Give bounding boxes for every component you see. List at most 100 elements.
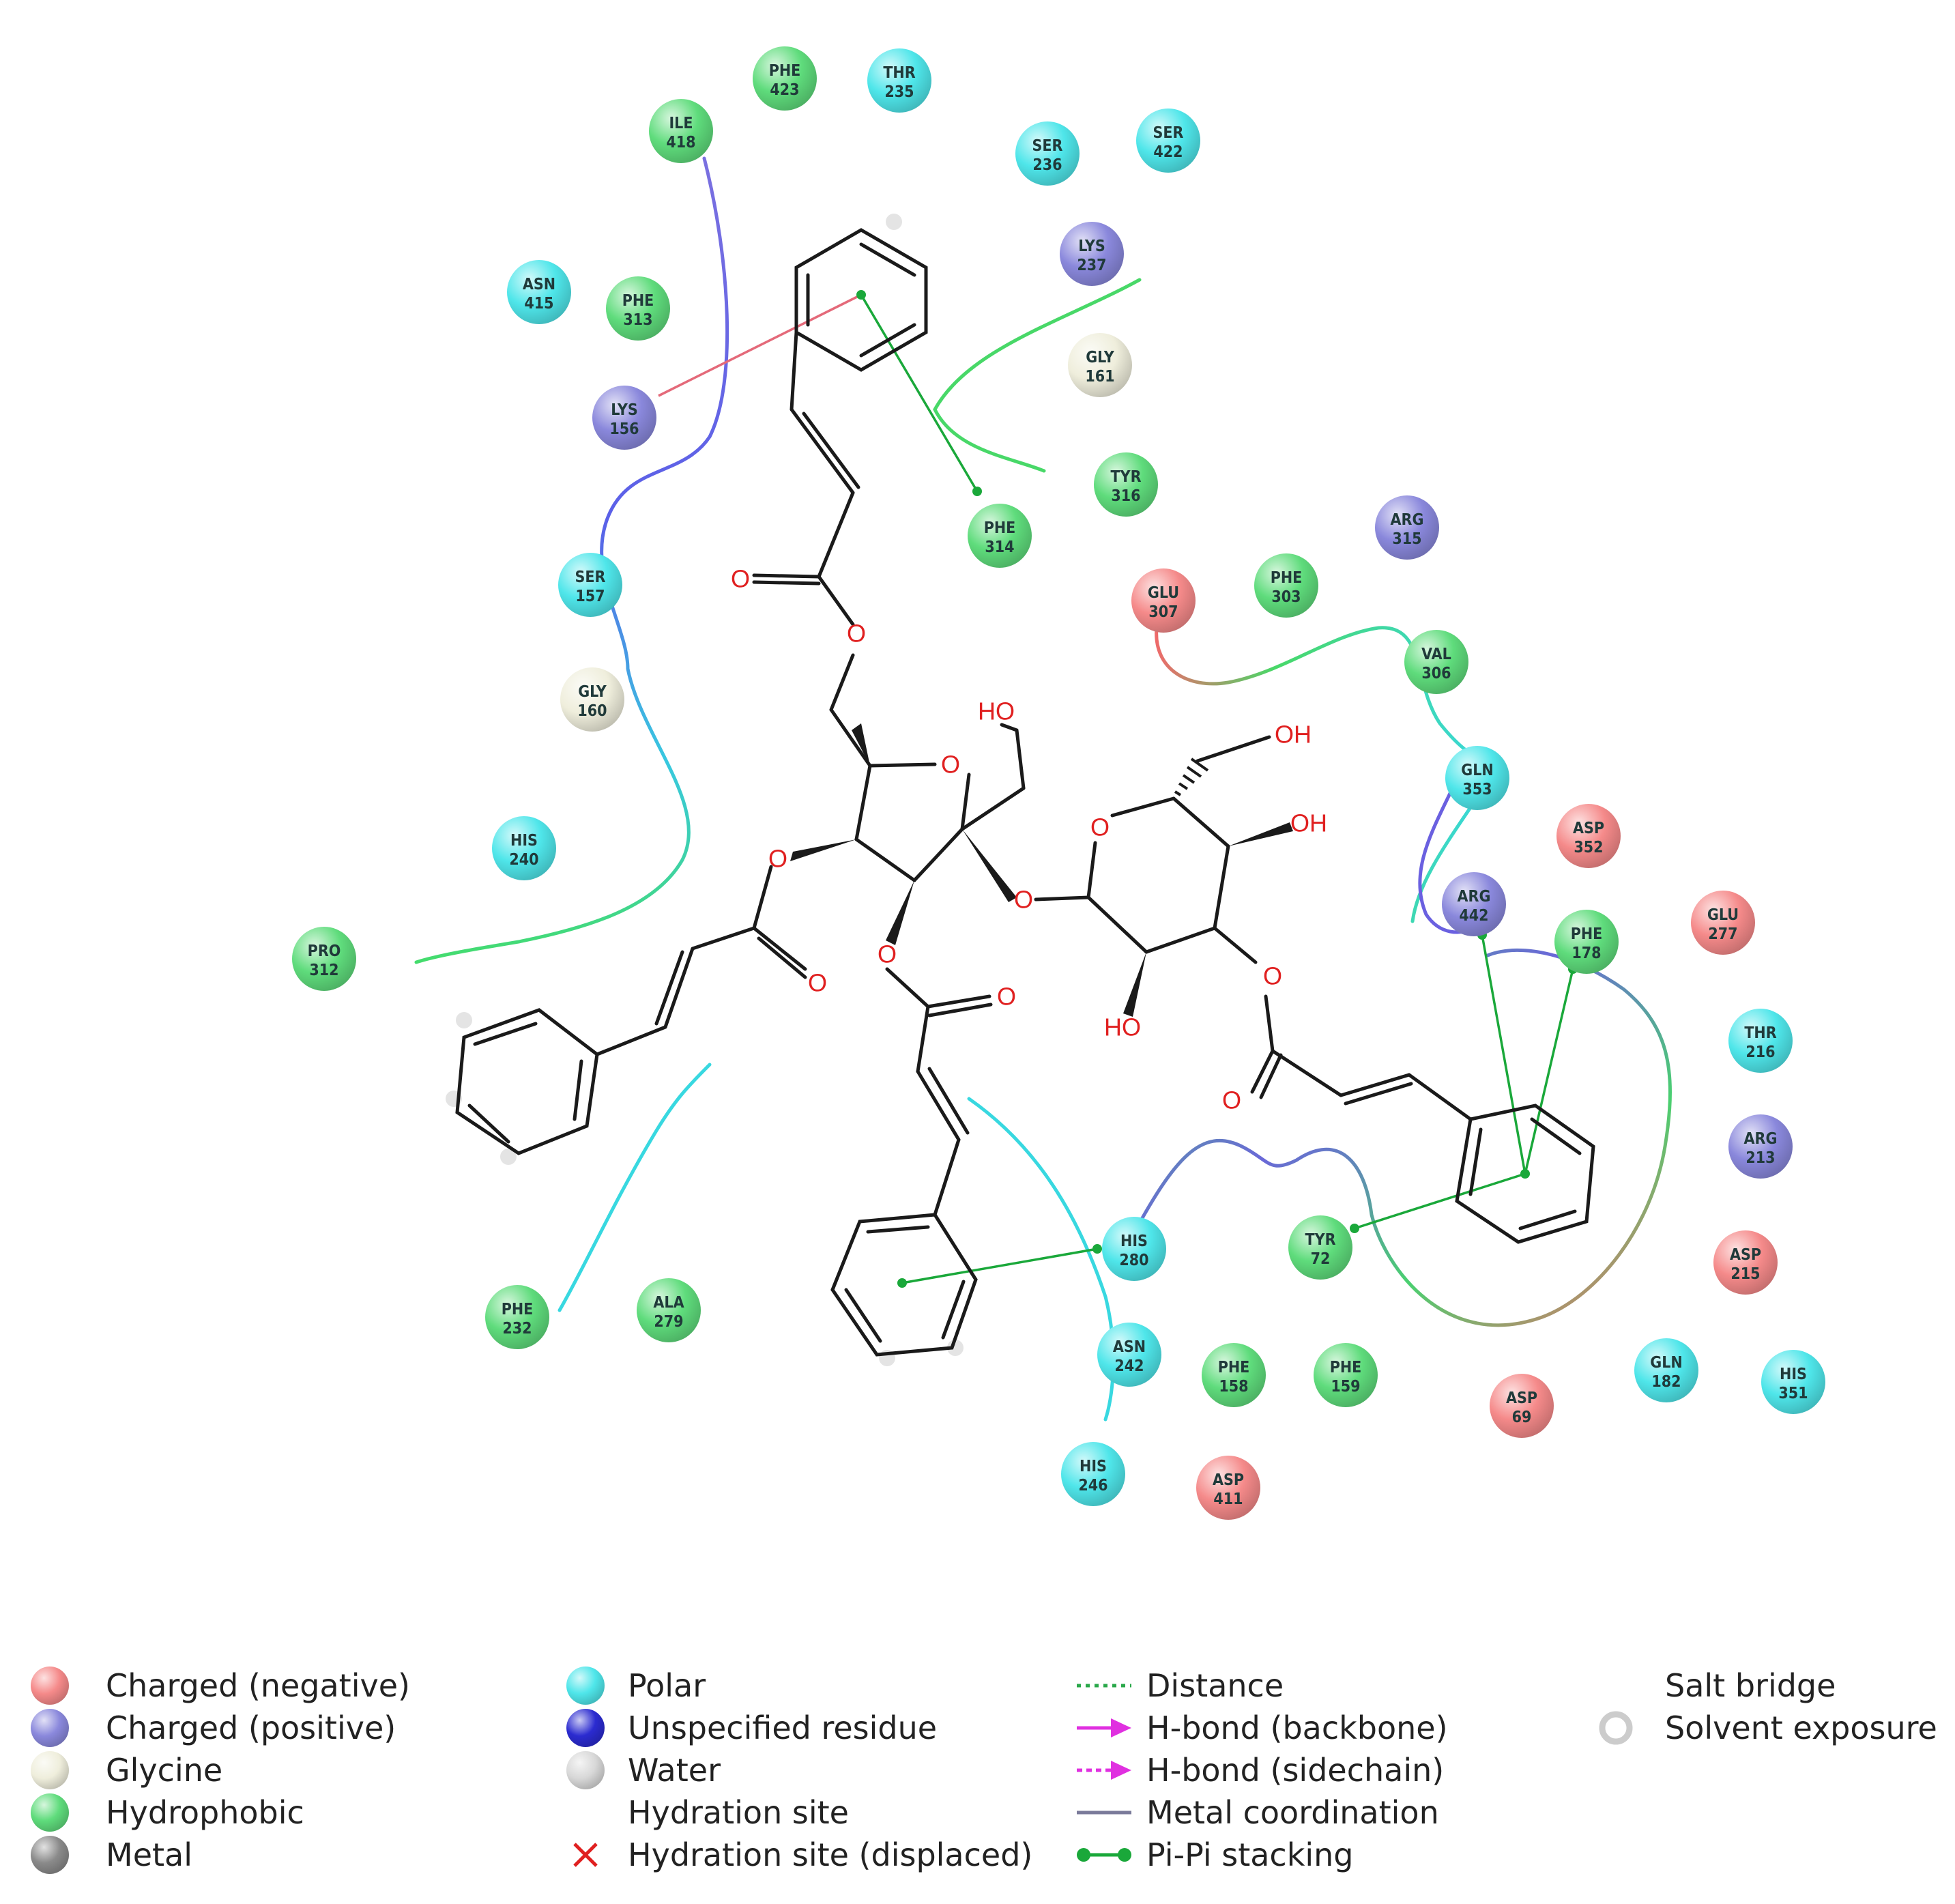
ligand-structure: O O O HO O O O O O O OH OH HO O O	[446, 214, 1595, 1366]
solvent-exposure-halos	[446, 214, 964, 1366]
legend-label: Salt bridge	[1665, 1667, 1836, 1704]
residue-number: 157	[575, 588, 605, 605]
residue-circle	[1442, 872, 1506, 936]
residue-circle	[1761, 1350, 1825, 1414]
residue-number: 159	[1331, 1378, 1360, 1396]
legend-label: H-bond (sidechain)	[1146, 1752, 1444, 1789]
aromatic-inner-bonds-top	[806, 242, 916, 358]
atom-o-glycosidic: O	[1014, 886, 1033, 914]
legend-item: Unspecified residue	[566, 1709, 937, 1747]
legend-label: Unspecified residue	[628, 1710, 937, 1746]
residue-name: HIS	[1780, 1366, 1807, 1383]
legend-label: Polar	[628, 1667, 706, 1704]
solvent-exposure-marker	[500, 1149, 517, 1165]
solvent-exposure-icon	[1599, 1711, 1633, 1745]
residue-number: 314	[985, 538, 1014, 556]
pyranose-ring	[1034, 796, 1473, 1121]
residue-circle	[753, 46, 817, 111]
residue-circle	[1015, 121, 1080, 186]
atom-ho-ring-bottom: HO	[1104, 1013, 1141, 1041]
wedge-bond	[852, 723, 870, 766]
residue-number: 232	[502, 1320, 532, 1338]
benzene-ring-right	[1455, 1104, 1595, 1244]
residue-name: ARG	[1744, 1130, 1778, 1148]
legend-item: H-bond (backbone)	[1077, 1710, 1448, 1746]
residue-name: ILE	[669, 115, 693, 132]
residue-number: 352	[1574, 839, 1603, 856]
legend: Charged (negative)Charged (positive)Glyc…	[31, 1667, 1937, 1874]
residue-name: VAL	[1421, 646, 1451, 663]
residue-circle	[1554, 910, 1619, 974]
residue-name: ASN	[1113, 1338, 1146, 1356]
residue-ser-157[interactable]: SER 157	[558, 553, 622, 617]
residue-circle	[1691, 891, 1755, 955]
residue-name: SER	[575, 568, 606, 586]
polar-swatch-icon	[566, 1667, 605, 1705]
pi-centroid-dot	[856, 290, 866, 300]
legend-label: Hydration site (displaced)	[628, 1836, 1032, 1873]
legend-item: H-bond (sidechain)	[1077, 1752, 1444, 1789]
legend-label: Water	[628, 1752, 721, 1789]
legend-label: Distance	[1146, 1667, 1284, 1704]
residue-circle	[485, 1285, 549, 1349]
residue-circle	[1061, 1442, 1125, 1506]
residue-circle	[1375, 495, 1439, 560]
legend-item: Glycine	[31, 1751, 222, 1789]
pi-pi-line-phe314	[860, 294, 979, 492]
residue-name: GLY	[578, 683, 607, 701]
hydrophobic-swatch-icon	[31, 1793, 69, 1832]
legend-label: Hydration site	[628, 1794, 849, 1831]
wedge-bond	[962, 829, 1017, 902]
atom-o-carbonyl-right: O	[1222, 1086, 1241, 1114]
furanose-ring	[854, 728, 1026, 882]
pocket-outline-bottom-left	[557, 1063, 712, 1312]
benzene-ring-left	[455, 1008, 599, 1155]
aromatic-inner-bonds-bottom	[844, 1225, 966, 1343]
wedge-bond	[1123, 952, 1146, 1017]
residue-name: HIS	[1080, 1458, 1107, 1475]
residue-circle	[1097, 1323, 1161, 1387]
pi-centroid-dot	[1092, 1244, 1102, 1254]
residue-number: 160	[577, 702, 607, 720]
